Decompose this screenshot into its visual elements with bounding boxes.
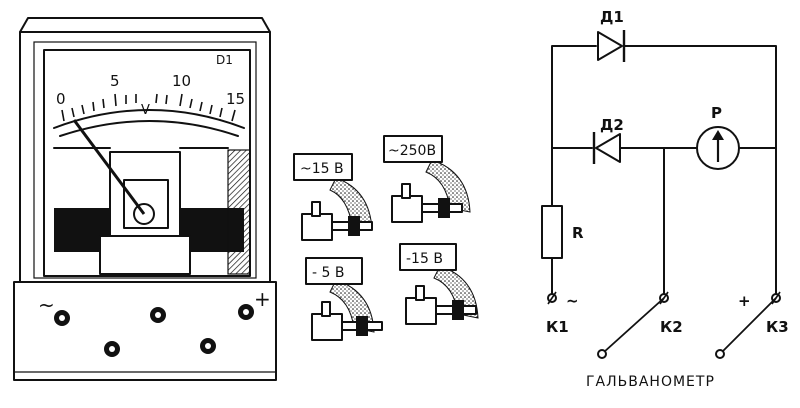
range-plug-label: -15 В bbox=[406, 251, 443, 267]
scale-unit: V bbox=[141, 103, 150, 118]
meter-needle bbox=[72, 119, 146, 215]
galvanometer-terminal-left bbox=[597, 349, 607, 359]
scale-tick-15: 15 bbox=[226, 90, 245, 108]
range-plug-label: - 5 В bbox=[312, 265, 344, 281]
k3-label: К3 bbox=[766, 318, 789, 336]
galvanometer-terminal-right bbox=[715, 349, 725, 359]
range-plug-label: ~15 В bbox=[300, 161, 344, 177]
meter-base bbox=[13, 281, 277, 381]
scale-tick-5: 5 bbox=[110, 72, 120, 90]
range-plug-1: ~15 В bbox=[293, 153, 373, 241]
diode-d2-label: Д2 bbox=[600, 116, 624, 134]
resistor-r-symbol bbox=[541, 205, 563, 259]
diode-d1-label: Д1 bbox=[600, 8, 624, 26]
scale-tick-0: 0 bbox=[56, 90, 66, 108]
terminal-plus-sign: + bbox=[254, 287, 271, 311]
galvanometer-lead-left bbox=[603, 297, 665, 353]
scale-tick-10: 10 bbox=[172, 72, 191, 90]
range-plug-2: ~250В bbox=[383, 135, 471, 223]
galvanometer-label: ГАЛЬВАНОМЕТР bbox=[586, 374, 715, 390]
circuit-schematic: Д1 Д2 P R bbox=[541, 8, 789, 390]
meter-corner-mark: D1 bbox=[216, 53, 233, 67]
range-plug-3: - 5 В bbox=[305, 257, 383, 341]
meter-p-symbol bbox=[696, 126, 740, 170]
resistor-r-label: R bbox=[572, 224, 584, 242]
meter-lid bbox=[19, 17, 271, 33]
plus-sign: + bbox=[738, 292, 751, 310]
wire-right-top bbox=[623, 45, 777, 149]
range-plug-4: -15 В bbox=[399, 243, 479, 325]
diode-d1-symbol bbox=[597, 30, 626, 62]
terminal-ac-sign: ~ bbox=[38, 293, 55, 317]
terminal-k1 bbox=[547, 291, 557, 305]
voltmeter-illustration: 0 5 10 15 V D1 ~ + bbox=[13, 17, 277, 381]
range-plug-label: ~250В bbox=[388, 143, 436, 159]
ac-sign: ~ bbox=[566, 292, 579, 310]
meter-p-label: P bbox=[711, 104, 722, 122]
wire-left-top bbox=[551, 45, 597, 149]
galvanometer-lead-right bbox=[721, 297, 777, 353]
k2-label: К2 bbox=[660, 318, 683, 336]
meter-terminals bbox=[54, 304, 254, 357]
k1-label: К1 bbox=[546, 318, 569, 336]
diode-d2-symbol bbox=[592, 132, 621, 164]
